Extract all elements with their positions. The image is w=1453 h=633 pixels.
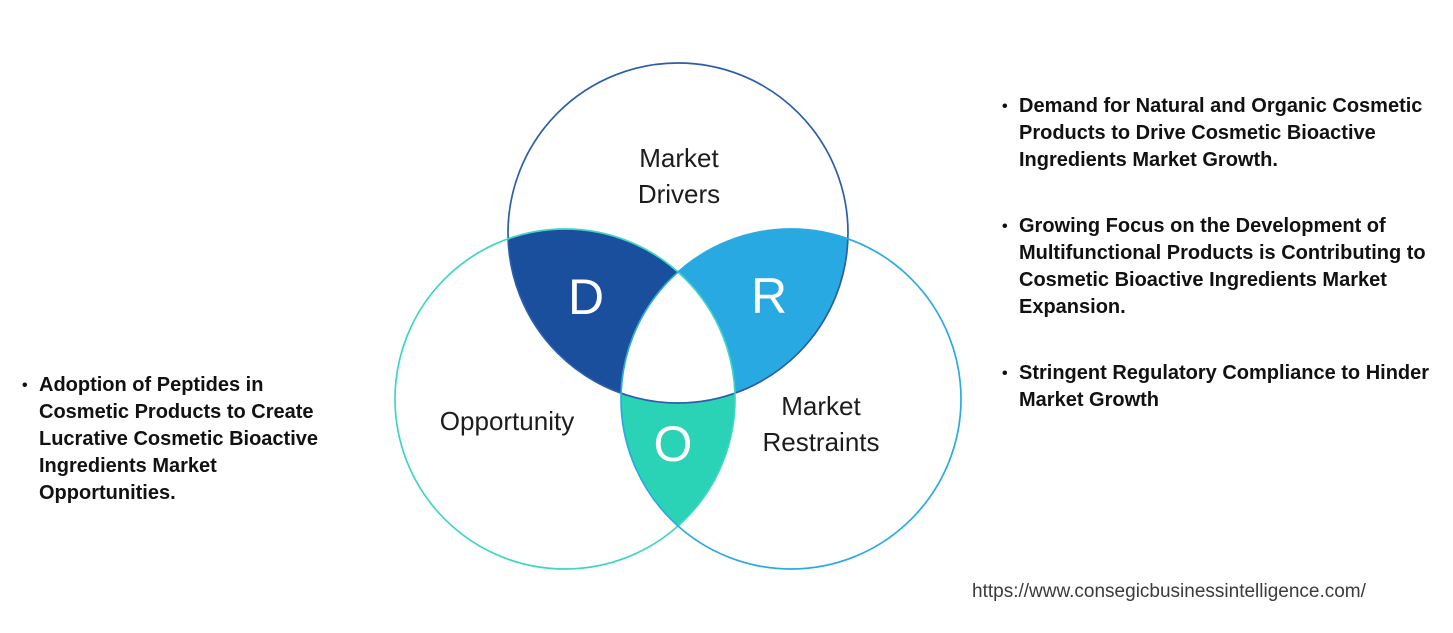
bullet-icon: • <box>1002 98 1008 115</box>
bullet-icon: • <box>1002 218 1008 235</box>
region-letter-d: D <box>567 269 605 325</box>
note-driver-1: • Demand for Natural and Organic Cosmeti… <box>1002 93 1432 174</box>
label-market-drivers: Market Drivers <box>637 143 721 209</box>
left-notes: • Adoption of Peptides in Cosmetic Produ… <box>22 372 352 507</box>
venn-circle-restraints <box>620 228 962 570</box>
note-text: Stringent Regulatory Compliance to Hinde… <box>1019 362 1430 411</box>
note-text: Demand for Natural and Organic Cosmetic … <box>1019 95 1423 171</box>
label-opportunity: Opportunity <box>439 406 575 436</box>
note-restraint-1: • Stringent Regulatory Compliance to Hin… <box>1002 360 1432 414</box>
bullet-icon: • <box>22 377 28 394</box>
region-letter-r: R <box>750 268 788 324</box>
venn-circle-drivers <box>507 62 849 404</box>
venn-circle-opportunity <box>394 228 736 570</box>
right-notes: • Demand for Natural and Organic Cosmeti… <box>1002 93 1432 414</box>
bullet-icon: • <box>1002 365 1008 382</box>
note-opportunity: • Adoption of Peptides in Cosmetic Produ… <box>22 372 352 507</box>
source-url-link[interactable]: https://www.consegicbusinessintelligence… <box>972 581 1366 602</box>
note-text: Adoption of Peptides in Cosmetic Product… <box>39 374 318 504</box>
note-text: Growing Focus on the Development of Mult… <box>1019 215 1426 318</box>
label-market-restraints: Market Restraints <box>762 391 880 457</box>
region-letter-o: O <box>653 416 693 472</box>
note-driver-2: • Growing Focus on the Development of Mu… <box>1002 213 1432 321</box>
